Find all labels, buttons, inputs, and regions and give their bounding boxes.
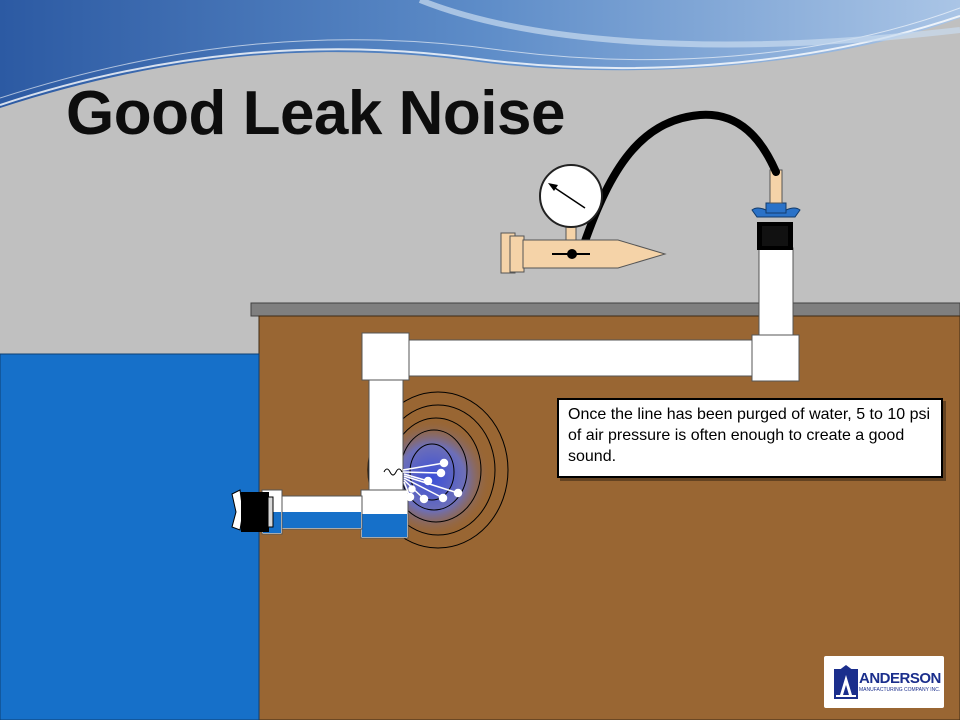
pressure-gauge-icon [500,164,667,274]
pipe-elbow-left-top [361,332,410,381]
pipe-horizontal-bottom-water [282,512,361,528]
air-valve-icon [751,169,801,250]
pipe-elbow-right [751,334,800,382]
company-logo: ANDERSON MANUFACTURING COMPANY INC. [824,656,944,708]
pipe-elbow-bottom-water [362,514,407,537]
ground-surface [250,302,960,317]
slide-title: Good Leak Noise [66,79,565,148]
air-bubbles [383,458,463,504]
anderson-logo-mark-icon [834,665,858,699]
pipe-cap-icon [231,489,274,532]
pipe-vertical-left [368,377,404,494]
header-wave [0,0,960,108]
pipe-riser-right [758,247,794,339]
air-hose [580,110,780,248]
logo-name: ANDERSON [859,670,941,687]
callout-box: Once the line has been purged of water, … [557,398,943,478]
logo-subtitle: MANUFACTURING COMPANY INC. [859,687,941,693]
pipe-horizontal-top [407,339,755,377]
pool-water [0,353,260,720]
callout-text: Once the line has been purged of water, … [568,406,931,465]
